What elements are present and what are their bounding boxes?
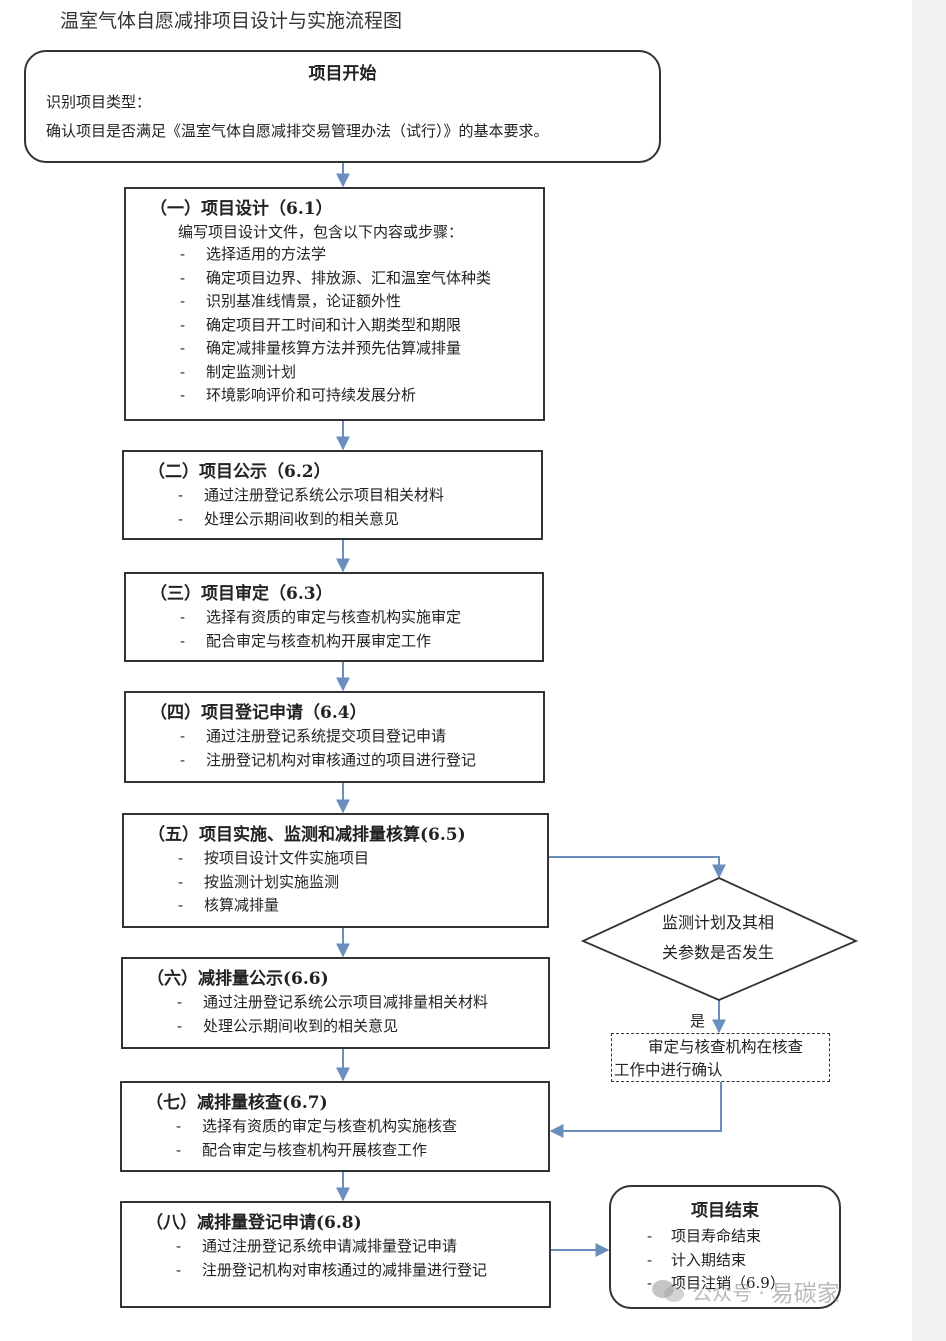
list-item: -按项目设计文件实施项目 — [178, 849, 370, 867]
arrow-implementation-to-decision — [549, 856, 726, 879]
decision-line-2: 关参数是否发生 — [661, 943, 774, 962]
list-item: -项目寿命结束 — [647, 1227, 762, 1245]
step-reduction-verification: （七）减排量核查(6.7) -选择有资质的审定与核查机构实施核查 -配合审定与核… — [120, 1081, 550, 1172]
list-item: -计入期结束 — [647, 1250, 747, 1269]
step-list: -选择有资质的审定与核查机构实施审定 -配合审定与核查机构开展审定工作 — [150, 606, 528, 653]
step-list: -选择有资质的审定与核查机构实施核查 -配合审定与核查机构开展核查工作 — [146, 1115, 534, 1162]
step-list: -通过注册登记系统公示项目相关材料 -处理公示期间收到的相关意见 — [148, 484, 527, 531]
list-item: -选择有资质的审定与核查机构实施核查 — [176, 1117, 458, 1135]
step-heading: （七）减排量核查(6.7) — [146, 1093, 328, 1113]
list-item: -通过注册登记系统公示项目减排量相关材料 — [177, 993, 489, 1011]
end-heading: 项目结束 — [691, 1201, 759, 1221]
step-reduction-registration: （八）减排量登记申请(6.8) -通过注册登记系统申请减排量登记申请 -注册登记… — [120, 1201, 551, 1308]
list-item: -确定项目边界、排放源、汇和温室气体种类 — [180, 268, 492, 287]
list-item: -处理公示期间收到的相关意见 — [177, 1016, 399, 1035]
watermark-name: 易碳家 — [770, 1281, 840, 1307]
list-item: -环境影响评价和可持续发展分析 — [180, 386, 417, 404]
step-project-registration: （四）项目登记申请（6.4） -通过注册登记系统提交项目登记申请 -注册登记机构… — [124, 691, 545, 783]
wechat-logo-icon — [652, 1278, 686, 1304]
start-heading: 项目开始 — [308, 64, 377, 84]
step-list: -通过注册登记系统提交项目登记申请 -注册登记机构对审核通过的项目进行登记 — [150, 725, 529, 772]
list-item: -配合审定与核查机构开展审定工作 — [180, 631, 432, 650]
step-list: -通过注册登记系统公示项目减排量相关材料 -处理公示期间收到的相关意见 — [147, 991, 534, 1038]
step-list: -按项目设计文件实施项目 -按监测计划实施监测 -核算减排量 — [148, 847, 533, 918]
list-item: -配合审定与核查机构开展核查工作 — [176, 1140, 428, 1159]
step-heading: （八）减排量登记申请(6.8) — [146, 1213, 362, 1233]
start-line-1: 识别项目类型： — [46, 93, 152, 111]
step-project-publicity: （二）项目公示（6.2） -通过注册登记系统公示项目相关材料 -处理公示期间收到… — [122, 450, 543, 540]
end-box: 项目结束 -项目寿命结束 -计入期结束 -项目注销（6.9） — [609, 1185, 841, 1309]
step-list: -通过注册登记系统申请减排量登记申请 -注册登记机构对审核通过的减排量进行登记 — [146, 1235, 535, 1282]
watermark-prefix: 公众号 · — [692, 1280, 765, 1305]
confirm-box: 审定与核查机构在核查 工作中进行确认 — [611, 1033, 830, 1082]
step-heading: （四）项目登记申请（6.4） — [150, 703, 367, 723]
list-item: -选择适用的方法学 — [180, 245, 327, 263]
list-item: -确定项目开工时间和计入期类型和期限 — [180, 315, 462, 334]
confirm-line-2: 工作中进行确认 — [614, 1061, 723, 1079]
step-implementation-monitoring: （五）项目实施、监测和减排量核算(6.5) -按项目设计文件实施项目 -按监测计… — [122, 813, 549, 928]
list-item: -注册登记机构对审核通过的减排量进行登记 — [176, 1260, 488, 1279]
list-item: -处理公示期间收到的相关意见 — [178, 509, 400, 528]
watermark: 公众号 · 易碳家 — [652, 1274, 892, 1308]
step-project-design: （一）项目设计（6.1） 编写项目设计文件，包含以下内容或步骤： -选择适用的方… — [124, 187, 545, 421]
decision-text: 监测计划及其相 关参数是否发生 — [620, 908, 816, 968]
step-heading: （五）项目实施、监测和减排量核算(6.5) — [148, 825, 466, 845]
list-item: -选择有资质的审定与核查机构实施审定 — [180, 608, 462, 626]
right-edge-strip — [912, 0, 946, 1341]
start-box: 项目开始 识别项目类型： 确认项目是否满足《温室气体自愿减排交易管理办法（试行）… — [24, 50, 661, 163]
list-item: -按监测计划实施监测 — [178, 872, 340, 891]
step-heading: （一）项目设计（6.1） — [150, 199, 333, 219]
step-intro: 编写项目设计文件，包含以下内容或步骤： — [178, 223, 464, 241]
list-item: -注册登记机构对审核通过的项目进行登记 — [180, 750, 477, 769]
end-list: -项目寿命结束 -计入期结束 -项目注销（6.9） — [627, 1225, 823, 1296]
step-project-validation: （三）项目审定（6.3） -选择有资质的审定与核查机构实施审定 -配合审定与核查… — [124, 572, 544, 662]
page-title: 温室气体自愿减排项目设计与实施流程图 — [60, 10, 403, 32]
list-item: -制定监测计划 — [180, 362, 297, 381]
start-line-2: 确认项目是否满足《温室气体自愿减排交易管理办法（试行）》的基本要求。 — [46, 122, 549, 140]
list-item: -确定减排量核算方法并预先估算减排量 — [180, 339, 462, 357]
step-heading: （六）减排量公示(6.6) — [147, 969, 329, 989]
list-item: -项目注销（6.9） — [647, 1274, 785, 1292]
arrow-confirm-to-verification — [549, 1082, 722, 1138]
list-item: -核算减排量 — [178, 896, 280, 914]
step-heading: （三）项目审定（6.3） — [150, 584, 333, 604]
step-heading: （二）项目公示（6.2） — [148, 462, 331, 482]
confirm-line-1: 审定与核查机构在核查 — [648, 1038, 804, 1056]
yes-label: 是 — [690, 1012, 706, 1030]
step-reduction-publicity: （六）减排量公示(6.6) -通过注册登记系统公示项目减排量相关材料 -处理公示… — [121, 957, 550, 1049]
list-item: -通过注册登记系统提交项目登记申请 — [180, 727, 447, 745]
list-item: -识别基准线情景，论证额外性 — [180, 292, 402, 310]
step-list: -选择适用的方法学 -确定项目边界、排放源、汇和温室气体种类 -识别基准线情景，… — [150, 243, 529, 408]
list-item: -通过注册登记系统申请减排量登记申请 — [176, 1237, 458, 1255]
list-item: -通过注册登记系统公示项目相关材料 — [178, 486, 445, 504]
decision-line-1: 监测计划及其相 — [661, 913, 774, 932]
